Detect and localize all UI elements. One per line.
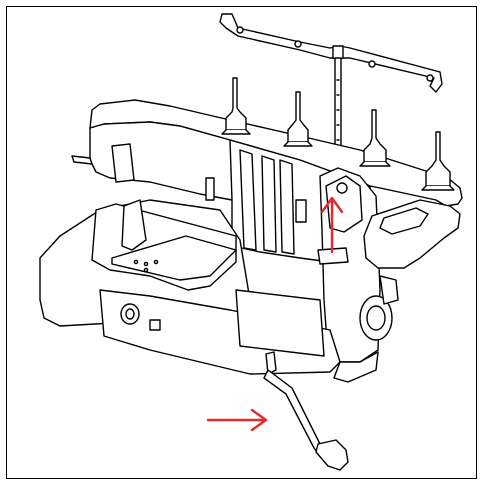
right-arrow-icon — [206, 408, 268, 432]
knee-lifter-icon — [263, 351, 349, 471]
presser-foot — [121, 199, 147, 251]
up-arrow-icon — [320, 196, 344, 254]
spool-pin-icon — [221, 77, 455, 191]
front-housing — [99, 289, 341, 375]
handwheel-icon — [359, 295, 393, 341]
needle-plate — [111, 235, 237, 281]
